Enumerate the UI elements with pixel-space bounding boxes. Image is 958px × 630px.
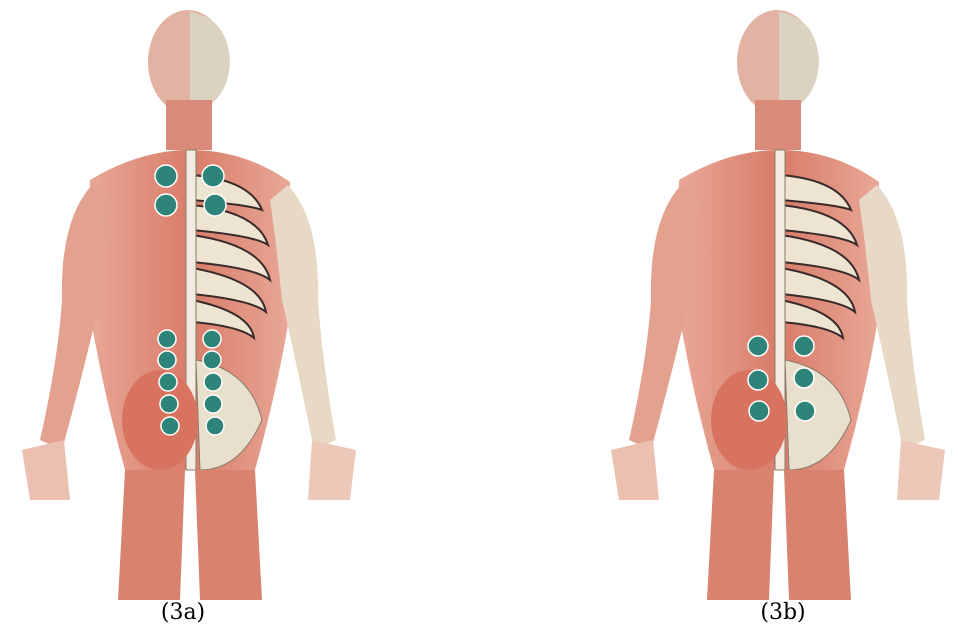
caption-3b: (3b) — [723, 600, 843, 625]
marker-dot — [155, 165, 177, 187]
marker-dot — [749, 401, 769, 421]
marker-dot — [794, 336, 814, 356]
marker-dot — [206, 417, 224, 435]
body-silhouette — [22, 10, 356, 600]
left-hand — [22, 440, 70, 500]
right-leg — [784, 470, 851, 600]
marker-dot — [159, 373, 177, 391]
right-hand — [897, 440, 945, 500]
skull — [779, 12, 819, 114]
marker-dot — [203, 330, 221, 348]
marker-dot — [794, 368, 814, 388]
anatomy-figure-3a — [0, 0, 479, 600]
neck — [166, 100, 212, 150]
right-hand — [308, 440, 356, 500]
left-hand — [611, 440, 659, 500]
marker-dot — [204, 395, 222, 413]
marker-dot — [158, 330, 176, 348]
body-silhouette — [611, 10, 945, 600]
left-leg — [118, 470, 185, 600]
marker-dot — [202, 165, 224, 187]
panel-3b: (3b) — [479, 0, 958, 630]
marker-dot — [158, 351, 176, 369]
skull — [190, 12, 230, 114]
right-leg — [195, 470, 262, 600]
left-leg — [707, 470, 774, 600]
marker-dot — [748, 370, 768, 390]
marker-dot — [155, 194, 177, 216]
marker-dot — [160, 395, 178, 413]
marker-dot — [748, 336, 768, 356]
marker-dot — [204, 194, 226, 216]
marker-dot — [161, 417, 179, 435]
marker-dot — [795, 401, 815, 421]
marker-dot — [203, 351, 221, 369]
panel-3a: (3a) — [0, 0, 479, 630]
caption-3a: (3a) — [123, 600, 243, 625]
anatomy-figure-3b — [479, 0, 958, 600]
neck — [755, 100, 801, 150]
marker-dot — [204, 373, 222, 391]
